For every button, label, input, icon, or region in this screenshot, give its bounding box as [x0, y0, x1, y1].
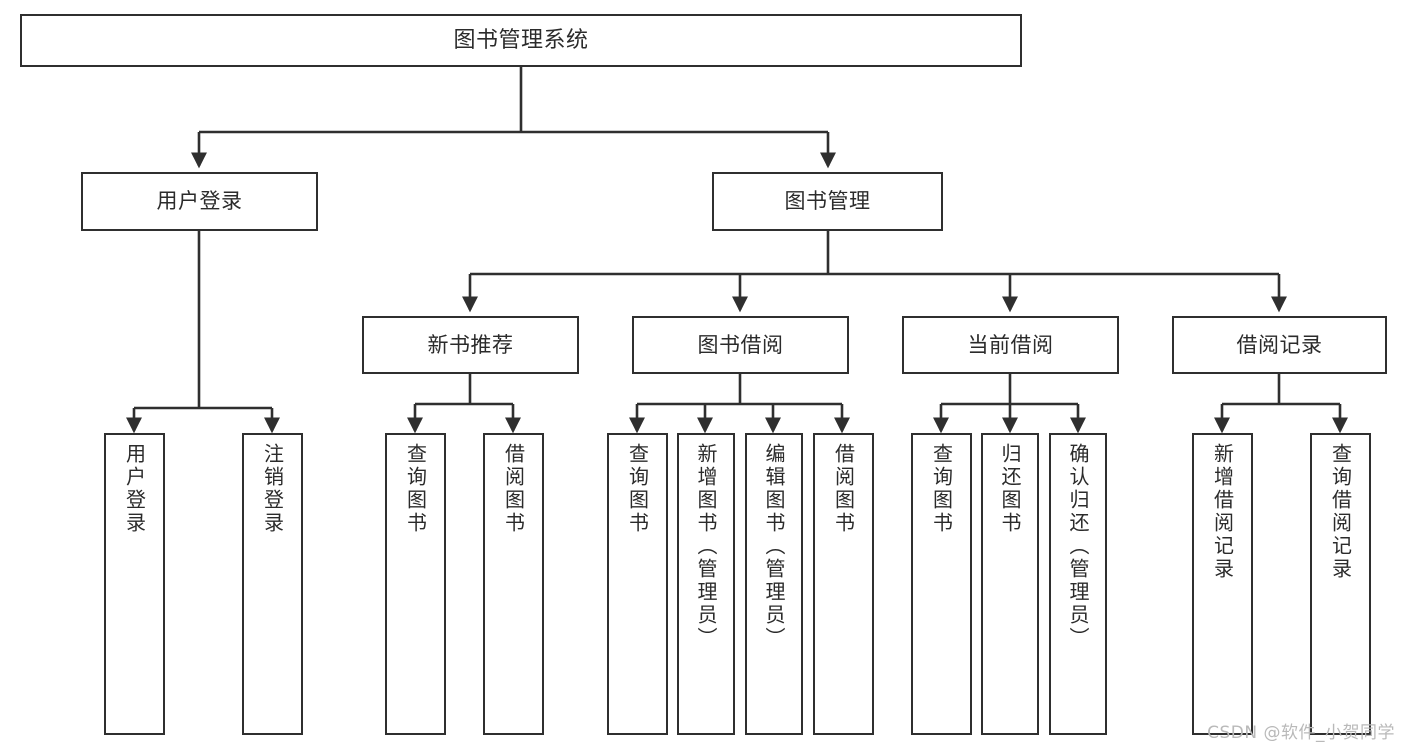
node-label: 当前借阅 [967, 332, 1054, 357]
leaf-add-borrow-record[interactable]: 新增借阅记录 [1192, 433, 1253, 735]
node-label: 用户登录 [156, 189, 243, 214]
leaf-edit-book-admin[interactable]: 编辑图书（管理员） [745, 433, 803, 735]
leaf-add-book-admin[interactable]: 新增图书（管理员） [677, 433, 735, 735]
node-label: 图书管理系统 [453, 27, 589, 53]
leaf-logout-login[interactable]: 注销登录 [242, 433, 303, 735]
leaf-borrow-book[interactable]: 借阅图书 [813, 433, 874, 735]
leaf-query-borrow-record[interactable]: 查询借阅记录 [1310, 433, 1371, 735]
leaf-confirm-return-admin[interactable]: 确认归还（管理员） [1049, 433, 1107, 735]
node-label: 注销登录 [260, 443, 285, 535]
node-label: 借阅图书 [831, 443, 856, 535]
node-label: 编辑图书（管理员） [762, 443, 786, 650]
leaf-query-book-current[interactable]: 查询图书 [911, 433, 972, 735]
leaf-borrow-book-recommend[interactable]: 借阅图书 [483, 433, 544, 735]
node-label: 查询图书 [403, 443, 428, 535]
leaf-user-login[interactable]: 用户登录 [104, 433, 165, 735]
node-current-borrow[interactable]: 当前借阅 [902, 316, 1119, 374]
node-label: 新增图书（管理员） [694, 443, 718, 650]
node-label: 新增借阅记录 [1210, 443, 1235, 581]
node-borrow-record[interactable]: 借阅记录 [1172, 316, 1387, 374]
node-label: 新书推荐 [427, 332, 514, 357]
node-book-management[interactable]: 图书管理 [712, 172, 943, 231]
watermark-text: CSDN @软件_小贺同学 [1207, 723, 1395, 743]
leaf-query-book-recommend[interactable]: 查询图书 [385, 433, 446, 735]
node-label: 归还图书 [998, 443, 1022, 535]
node-label: 用户登录 [122, 443, 147, 535]
node-user-login[interactable]: 用户登录 [81, 172, 318, 231]
leaf-query-book-borrow[interactable]: 查询图书 [607, 433, 668, 735]
node-root-book-management-system[interactable]: 图书管理系统 [20, 14, 1022, 67]
node-label: 查询图书 [625, 443, 650, 535]
node-label: 图书管理 [784, 189, 871, 214]
node-label: 确认归还（管理员） [1066, 443, 1090, 650]
node-new-book-recommend[interactable]: 新书推荐 [362, 316, 579, 374]
node-label: 借阅记录 [1236, 332, 1323, 357]
node-label: 图书借阅 [697, 332, 784, 357]
node-label: 查询借阅记录 [1328, 443, 1353, 581]
node-label: 查询图书 [929, 443, 954, 535]
node-label: 借阅图书 [501, 443, 526, 535]
leaf-return-book[interactable]: 归还图书 [981, 433, 1039, 735]
node-book-borrow[interactable]: 图书借阅 [632, 316, 849, 374]
